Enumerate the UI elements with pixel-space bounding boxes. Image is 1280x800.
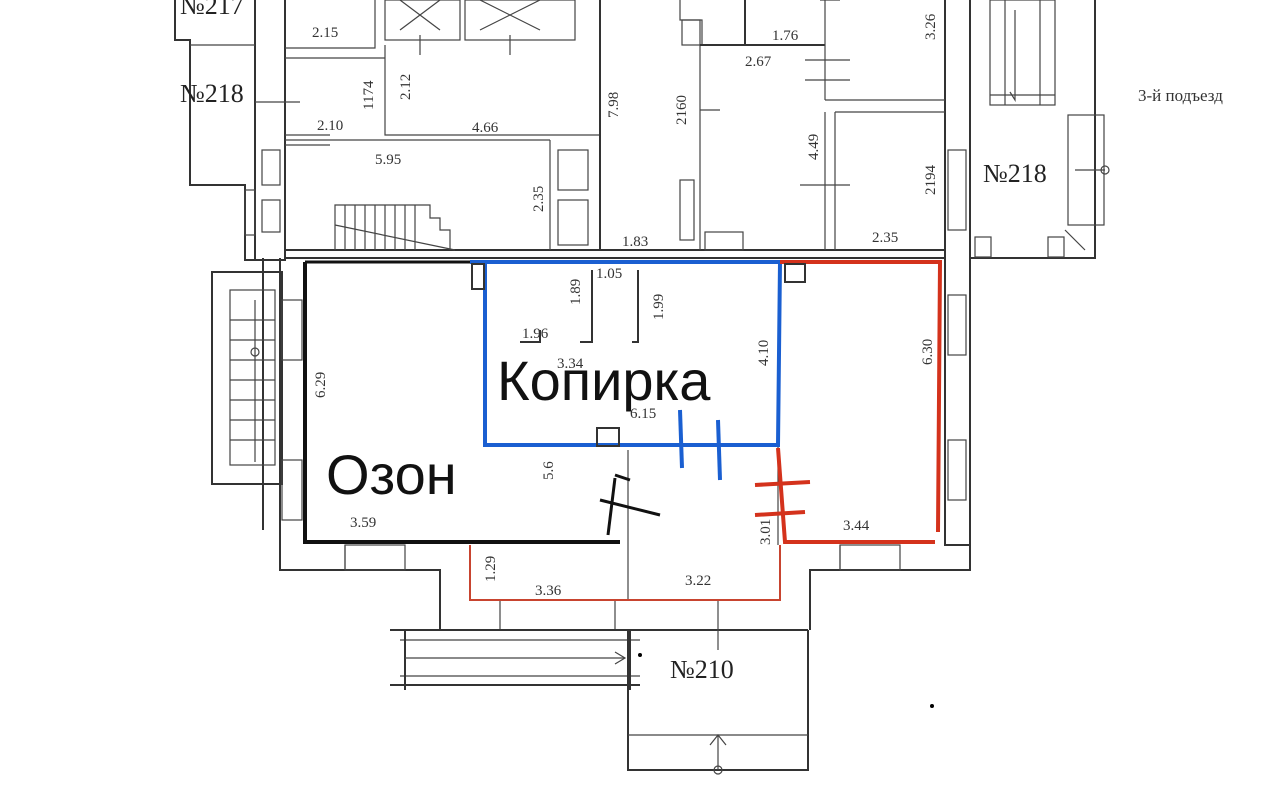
- zone-label-ozon: Озон: [326, 443, 457, 506]
- dim-1-89: 1.89: [568, 279, 584, 305]
- dim-6-30: 6.30: [920, 339, 936, 365]
- dim-5-95: 5.95: [375, 152, 401, 168]
- dim-3-01: 3.01: [758, 519, 774, 545]
- room-number-218-right: №218: [983, 159, 1047, 188]
- dim-1-76: 1.76: [772, 28, 799, 44]
- zone-ozon-outline: [303, 260, 661, 544]
- dim-2-12: 2.12: [398, 74, 414, 100]
- dim-2-10: 2.10: [317, 118, 343, 134]
- lower-block: [211, 258, 971, 775]
- dim-3-26: 3.26: [923, 13, 939, 40]
- dim-6-29: 6.29: [313, 372, 329, 398]
- upper-block: [174, 0, 1110, 261]
- dim-2-35-left: 2.35: [531, 186, 547, 212]
- dim-3-34: 3.34: [557, 356, 584, 372]
- dim-3-22: 3.22: [685, 573, 711, 589]
- dim-2-15: 2.15: [312, 25, 338, 41]
- dim-5-6: 5.6: [541, 461, 557, 480]
- entrance-note: 3-й подъезд: [1138, 86, 1223, 105]
- dim-2-67: 2.67: [745, 54, 772, 70]
- dim-4-10: 4.10: [756, 340, 772, 366]
- room-numbers: №217 №218 №218 №210 3-й подъезд: [180, 0, 1223, 684]
- room-number-218-left: №218: [180, 79, 244, 108]
- dim-2194: 2194: [923, 165, 939, 196]
- dim-4-49: 4.49: [806, 134, 822, 160]
- zone-red-outline: [469, 260, 943, 601]
- dim-1-96: 1.96: [522, 326, 549, 342]
- dim-2160: 2160: [674, 95, 690, 125]
- zone-label-kopirka: Копирка: [497, 349, 711, 412]
- dim-3-36: 3.36: [535, 583, 562, 599]
- dim-2-35-right: 2.35: [872, 230, 898, 246]
- dim-1-05: 1.05: [596, 266, 622, 282]
- dim-3-59: 3.59: [350, 515, 376, 531]
- dim-1-83: 1.83: [622, 234, 648, 250]
- zone-kopirka-outline: [470, 260, 783, 481]
- dim-1-29: 1.29: [483, 556, 499, 582]
- zone-labels: Копирка Озон: [326, 349, 711, 506]
- dim-1174: 1174: [361, 80, 377, 110]
- room-number-210: №210: [670, 655, 734, 684]
- dim-4-66: 4.66: [472, 120, 499, 136]
- dim-1-99: 1.99: [651, 294, 667, 320]
- dim-3-44: 3.44: [843, 518, 870, 534]
- dim-6-15: 6.15: [630, 406, 656, 422]
- dimension-labels: 2.15 2.12 1174 2.10 4.66 7.98 5.95 2.35 …: [312, 13, 939, 599]
- room-number-217: №217: [180, 0, 244, 20]
- dim-7-98: 7.98: [606, 92, 622, 118]
